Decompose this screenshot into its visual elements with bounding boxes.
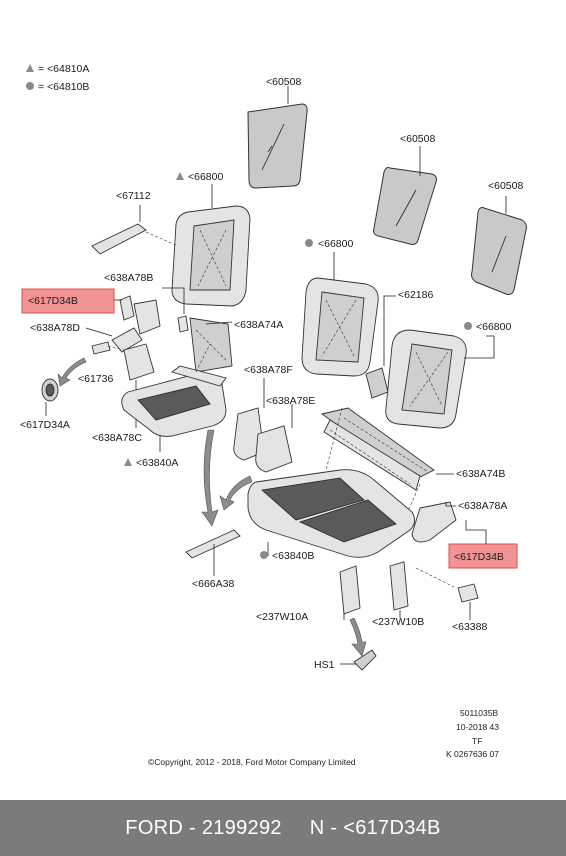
seat-back-middle: [301, 252, 379, 377]
label-60508-a: <60508: [266, 76, 301, 88]
label-237w10a: <237W10A: [256, 611, 308, 623]
label-hs1: HS1: [314, 659, 335, 671]
label-66800-b: <66800: [318, 238, 353, 250]
clip-hs1: [340, 649, 377, 671]
trim-666a38: [185, 529, 241, 576]
label-63840b: <63840B: [272, 550, 314, 562]
handle-63388: [415, 567, 479, 620]
label-62186: <62186: [398, 289, 433, 301]
cover-237w10b: [389, 561, 409, 618]
cushion-left: [121, 343, 227, 452]
seat-back-left: [171, 184, 251, 307]
trim-67112: [91, 205, 179, 255]
label-61736: <61736: [78, 373, 113, 385]
latch-left: [119, 295, 161, 335]
date-code: 10-2018 43: [456, 722, 499, 732]
footer-bar: FORD - 2199292 N - <617D34B: [0, 800, 566, 856]
headrest-a: [247, 86, 308, 189]
label-60508-c: <60508: [488, 180, 523, 192]
headrest-c: [471, 196, 527, 295]
label-63388: <63388: [452, 621, 487, 633]
label-638a78f: <638A78F: [244, 364, 293, 376]
highlight-box-right: [448, 543, 518, 569]
cover-237w10a: [339, 565, 367, 657]
seat-back-right: [385, 329, 495, 429]
label-638a78d: <638A78D: [30, 322, 80, 334]
circle-icon: [260, 551, 268, 559]
highlight-box-left: [21, 288, 115, 314]
circle-icon: [26, 82, 34, 90]
label-638a74a: <638A74A: [234, 319, 283, 331]
cover-638a78b-small: [162, 287, 189, 333]
label-617d34b-left: <617D34B: [28, 295, 78, 307]
copyright: ©Copyright, 2012 - 2018, Ford Motor Comp…: [148, 757, 356, 767]
knob-617d34a: [41, 357, 87, 416]
label-60508-b: <60508: [400, 133, 435, 145]
cover-638a78d: [85, 327, 143, 353]
bracket-638a74a: [189, 317, 233, 373]
legend-triangle-label: = <64810A: [38, 63, 89, 75]
label-617d34a: <617D34A: [20, 419, 70, 431]
tf-code: TF: [472, 736, 482, 746]
legend: = <64810A = <64810B: [26, 63, 89, 93]
label-237w10b: <237W10B: [372, 616, 424, 628]
footer-part-name: N - <617D34B: [309, 816, 441, 839]
triangle-icon: [124, 458, 132, 466]
ref-number: 5011035B: [460, 708, 498, 718]
cover-638a78c-part: [123, 343, 155, 428]
triangle-icon: [26, 64, 34, 72]
footer-part-number: FORD - 2199292: [125, 816, 282, 839]
label-666a38: <666A38: [192, 578, 234, 590]
label-638a78a: <638A78A: [458, 500, 507, 512]
label-617d34b-right: <617D34B: [454, 551, 504, 563]
k-code: K 0267636 07: [446, 749, 499, 759]
label-638a78c: <638A78C: [92, 432, 142, 444]
label-638a78b: <638A78B: [104, 272, 153, 284]
label-66800-c: <66800: [476, 321, 511, 333]
cover-638a78e: [255, 404, 293, 473]
circle-icon: [305, 239, 313, 247]
exploded-parts-diagram: = <64810A = <64810B: [20, 63, 527, 767]
arrow-cushion-down: [201, 429, 219, 527]
bracket-62186: [365, 295, 396, 399]
bolt-61736: [91, 341, 131, 355]
label-638a78e: <638A78E: [266, 395, 315, 407]
circle-icon: [464, 322, 472, 330]
label-63840a: <63840A: [136, 457, 178, 469]
label-638a74b: <638A74B: [456, 468, 505, 480]
label-67112: <67112: [116, 190, 151, 202]
cushion-right: [219, 469, 415, 558]
cover-638a78a: [411, 501, 457, 543]
headrest-b: [373, 146, 437, 245]
frame-638a74b: [320, 407, 454, 521]
triangle-icon: [176, 172, 184, 180]
legend-circle-label: = <64810B: [38, 81, 89, 93]
label-66800-a: <66800: [188, 171, 223, 183]
